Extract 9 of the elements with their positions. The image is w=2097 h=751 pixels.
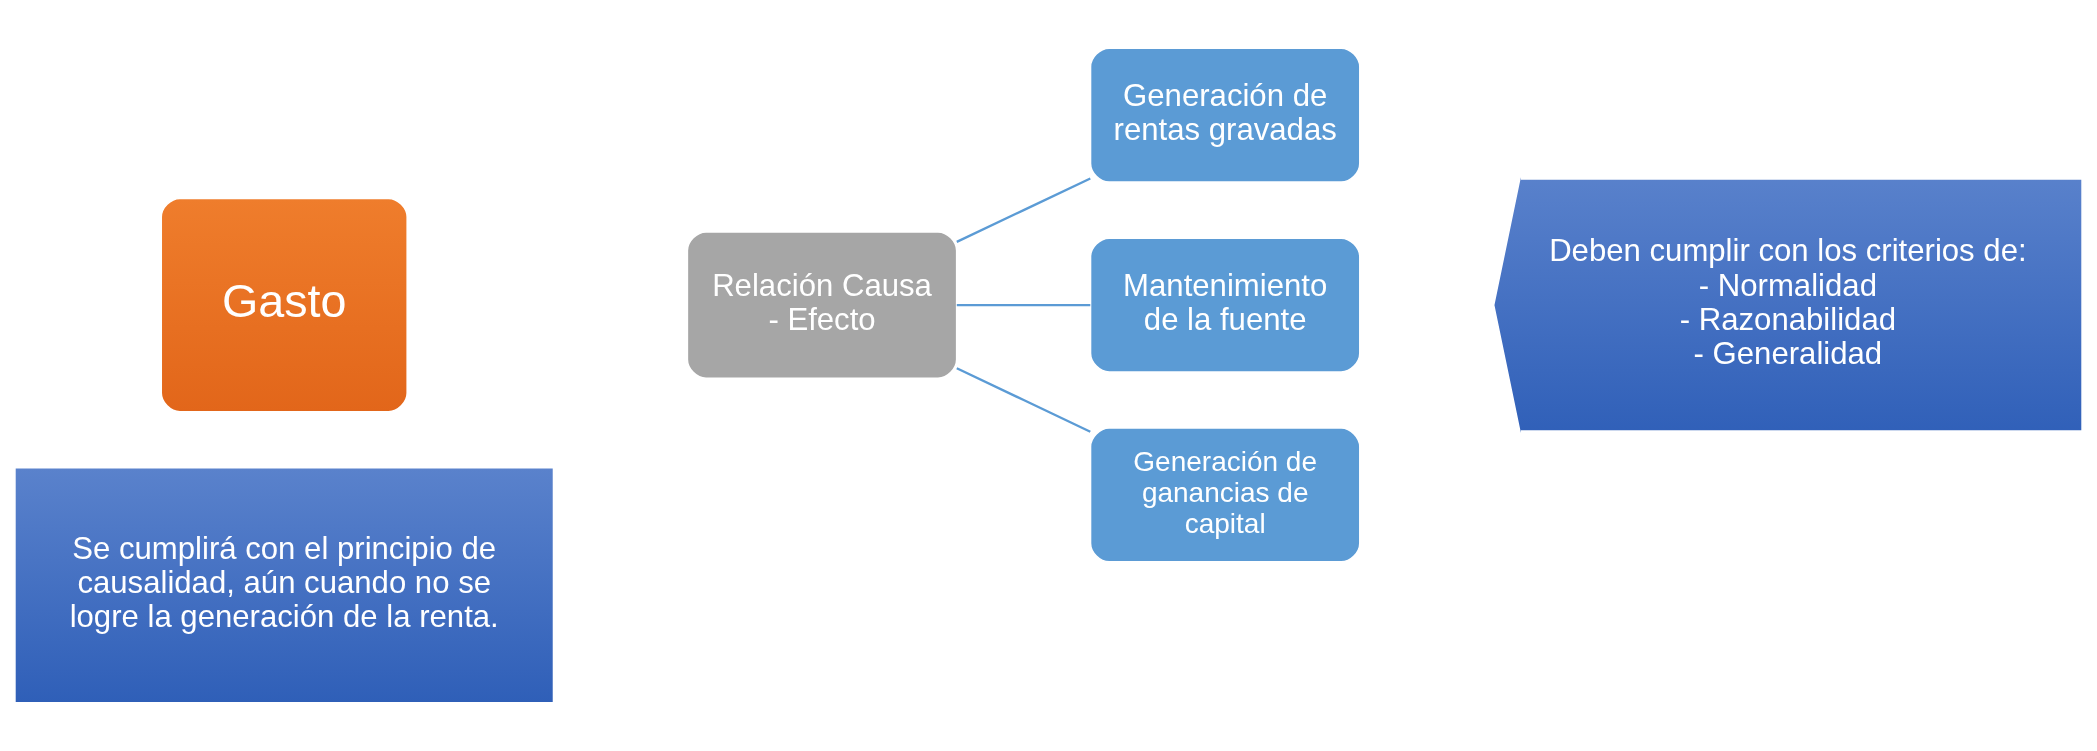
connector [956, 177, 1091, 243]
node-box: Relación Causa - Efecto [686, 231, 958, 379]
connector [956, 303, 1091, 307]
node-box: Generación de ganancias de capital [1089, 427, 1361, 563]
node-box: Gasto [160, 197, 408, 413]
connector [956, 367, 1091, 433]
node-box: Mantenimiento de la fuente [1089, 237, 1361, 373]
node-box: Generación de rentas gravadas [1089, 47, 1361, 183]
node-box: Se cumplirá con el principio de causalidad, aún cuando no se logre la generación de la renta. [14, 466, 555, 704]
